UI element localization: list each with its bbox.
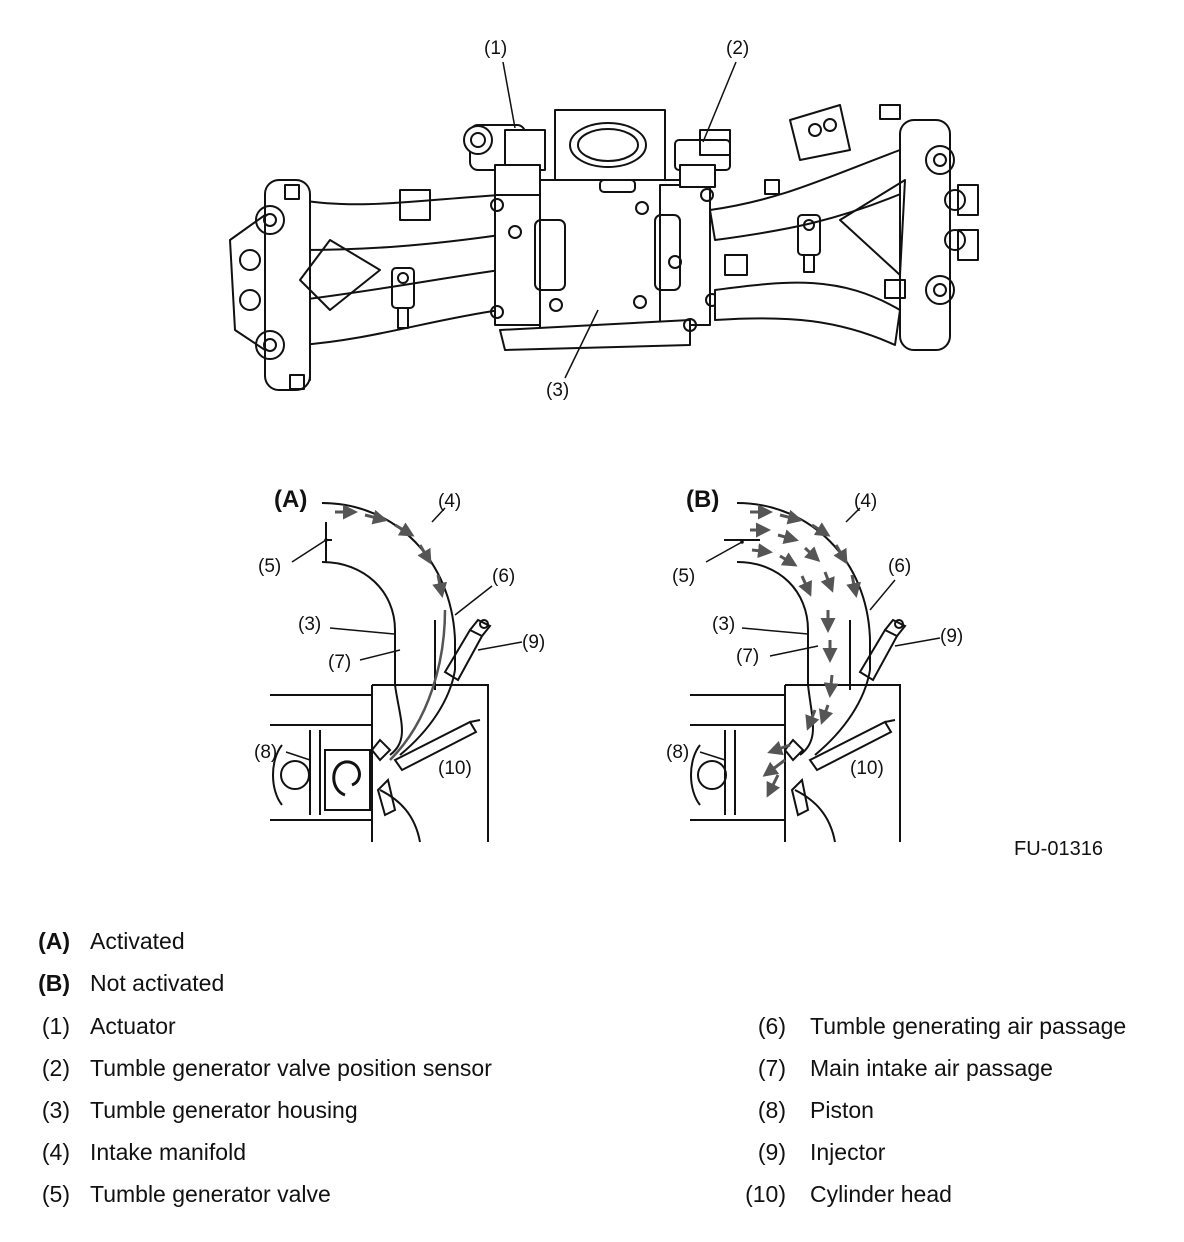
a-callout-8: (8) <box>254 742 278 763</box>
b-callout-4: (4) <box>854 491 878 512</box>
a-callout-3: (3) <box>298 614 322 635</box>
legend-key: (5) <box>41 1181 70 1207</box>
legend-key: (3) <box>41 1097 70 1123</box>
a-callout-9: (9) <box>522 632 546 653</box>
b-callout-8: (8) <box>666 742 690 763</box>
a-callout-7: (7) <box>328 652 352 673</box>
detail-b-leaders <box>699 507 941 761</box>
legend-text: Actuator <box>90 1013 176 1039</box>
legend-key: (7) <box>757 1055 786 1081</box>
legend-text: Piston <box>810 1097 874 1123</box>
legend-text: Activated <box>90 928 185 954</box>
legend-key: (1) <box>41 1013 70 1039</box>
detail-a-leaders <box>285 507 523 761</box>
legend-text: Injector <box>810 1139 886 1165</box>
a-callout-4: (4) <box>438 491 462 512</box>
legend-text: Cylinder head <box>810 1181 952 1207</box>
panel-b-tag: (B) <box>686 486 720 513</box>
legend-key: (6) <box>757 1013 786 1039</box>
legend-text: Tumble generator valve position sensor <box>90 1055 492 1081</box>
a-callout-6: (6) <box>492 566 516 587</box>
intake-manifold-drawing <box>229 104 979 391</box>
detail-a-drawing <box>270 502 492 843</box>
b-callout-6: (6) <box>888 556 912 577</box>
legend-text: Intake manifold <box>90 1139 246 1165</box>
figure: (1) (2) (3) (A) (4) (5) (6) (3) (9) (7) … <box>229 38 1103 860</box>
intake-diagram-svg <box>229 61 979 843</box>
legend-key: (10) <box>745 1181 786 1207</box>
b-callout-9: (9) <box>940 626 964 647</box>
flow-arrows-b <box>750 504 862 798</box>
panel-a-tag: (A) <box>274 486 308 513</box>
callout-3: (3) <box>546 380 570 401</box>
b-callout-3: (3) <box>712 614 736 635</box>
b-callout-5: (5) <box>672 566 696 587</box>
legend-key: (2) <box>41 1055 70 1081</box>
legend-text: Not activated <box>90 970 225 996</box>
legend-text: Tumble generator housing <box>90 1097 358 1123</box>
b-callout-7: (7) <box>736 646 760 667</box>
figure-id: FU-01316 <box>1014 838 1103 860</box>
legend-text: Main intake air passage <box>810 1055 1053 1081</box>
legend-key: (A) <box>38 928 70 954</box>
a-callout-10: (10) <box>438 758 472 779</box>
legend-key: (4) <box>41 1139 70 1165</box>
legend-text: Tumble generating air passage <box>810 1013 1127 1039</box>
a-callout-5: (5) <box>258 556 282 577</box>
legend-key: (8) <box>757 1097 786 1123</box>
detail-b-drawing <box>690 502 907 843</box>
callout-1: (1) <box>484 38 508 59</box>
b-callout-10: (10) <box>850 758 884 779</box>
callout-2: (2) <box>726 38 750 59</box>
top-leader-lines <box>502 61 737 379</box>
legend-key: (B) <box>38 970 70 996</box>
legend-text: Tumble generator valve <box>90 1181 331 1207</box>
flow-arrows-a <box>335 504 448 761</box>
legend-key: (9) <box>757 1139 786 1165</box>
